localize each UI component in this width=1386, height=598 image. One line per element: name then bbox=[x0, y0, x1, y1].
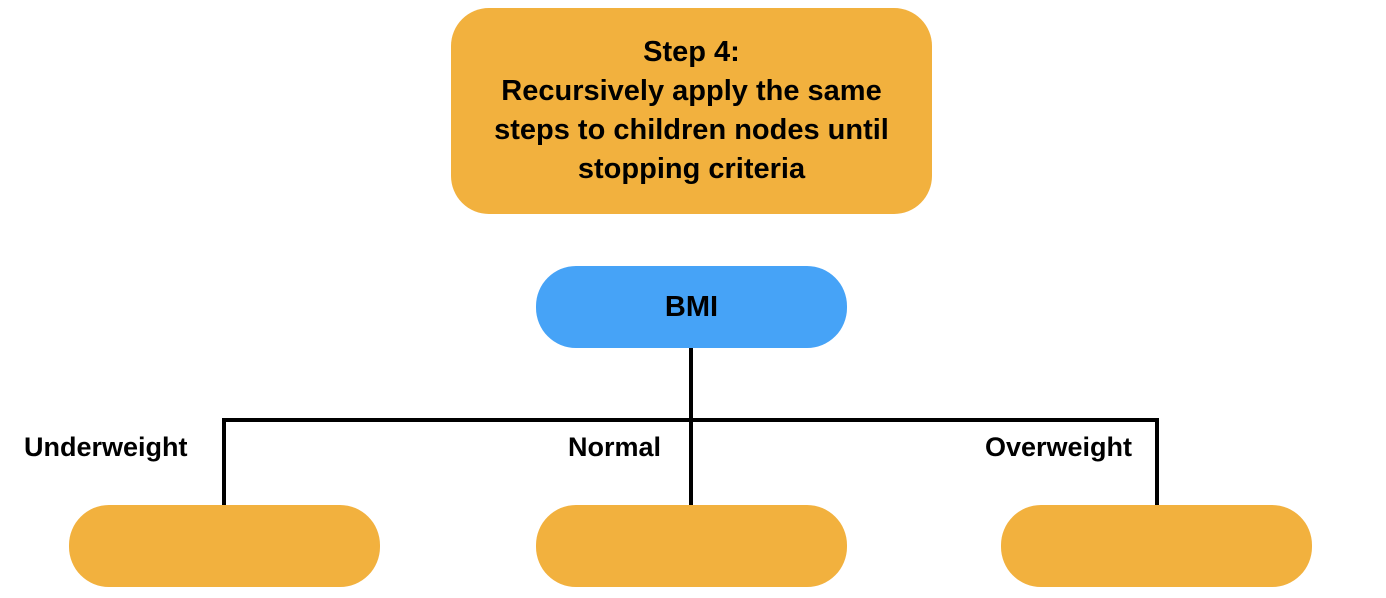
branch-label-overweight: Overweight bbox=[985, 432, 1133, 462]
root-node-label: BMI bbox=[664, 290, 719, 323]
root-node-bmi: BMI bbox=[536, 266, 847, 348]
step-description-line: stopping criteria bbox=[577, 153, 806, 185]
child-node-normal bbox=[536, 505, 847, 587]
step-description-text: Step 4: Recursively apply the same steps… bbox=[472, 33, 912, 189]
step-title: Step 4: bbox=[643, 36, 740, 68]
step-description-line: steps to children nodes until bbox=[494, 114, 889, 146]
branch-label-normal: Normal bbox=[568, 432, 662, 462]
child-node-underweight bbox=[69, 505, 380, 587]
child-node-overweight bbox=[1001, 505, 1312, 587]
step-description-line: Recursively apply the same bbox=[501, 75, 882, 107]
step-description-box: Step 4: Recursively apply the same steps… bbox=[451, 8, 932, 214]
branch-label-underweight: Underweight bbox=[24, 432, 188, 462]
